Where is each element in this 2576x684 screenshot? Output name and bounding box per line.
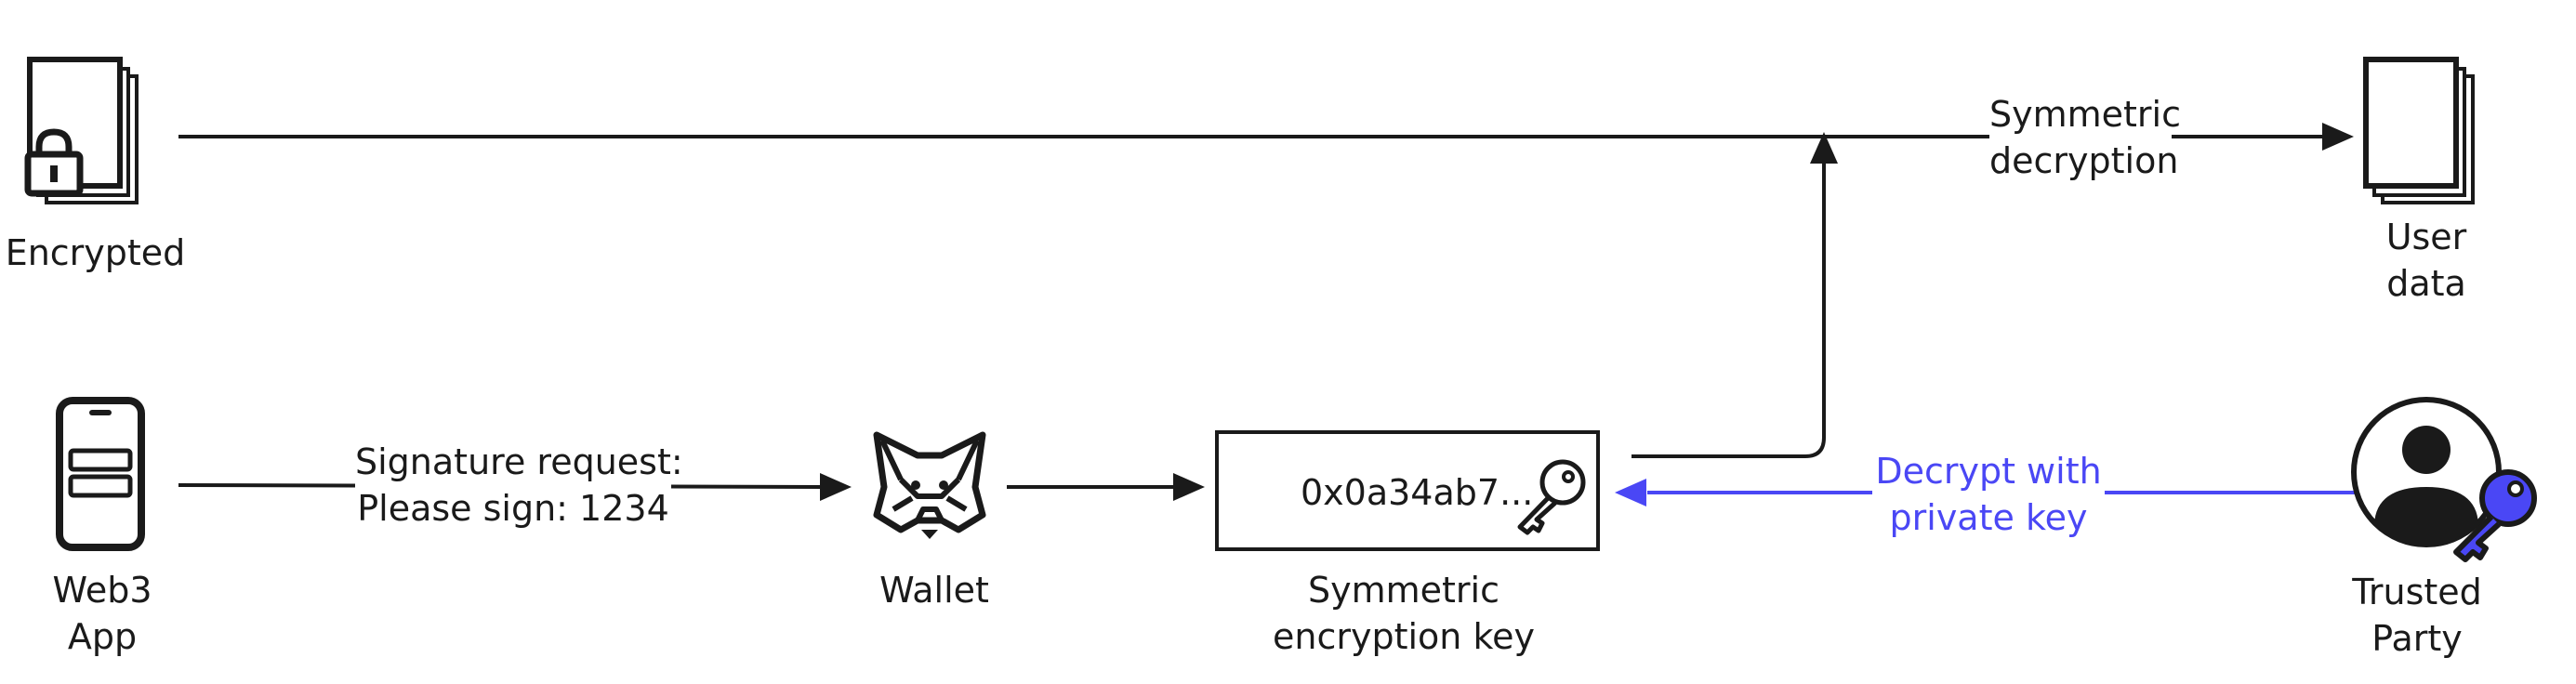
trusted-arrowhead	[1615, 479, 1646, 506]
symmetric-key-box: 0x0a34ab7...	[1215, 430, 1600, 551]
fox-wallet-icon	[873, 431, 986, 539]
wallet-arrowhead	[820, 473, 852, 501]
signature-request-label: Signature request:Please sign: 1234	[355, 439, 683, 532]
key-icon	[1517, 459, 1586, 535]
userdata-arrowhead	[2322, 123, 2354, 151]
decryption-arrowhead	[1810, 132, 1838, 164]
phone-icon	[56, 397, 145, 551]
key-value: 0x0a34ab7...	[1301, 472, 1534, 513]
encrypted-label: Encrypted	[0, 230, 191, 276]
locked-document-icon	[24, 57, 139, 204]
person-with-key-icon	[2351, 397, 2537, 562]
document-stack-icon	[2363, 57, 2475, 204]
key-to-decryption-line	[1631, 160, 1826, 458]
wallet-label: Wallet	[855, 567, 1013, 613]
keybox-arrowhead	[1173, 473, 1205, 501]
